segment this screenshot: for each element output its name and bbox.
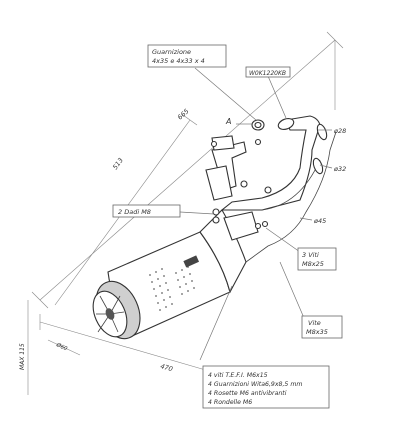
kit-item-1: 4 viti T.E.F.I. M6x15 [208,371,268,379]
header-pipe [220,115,337,263]
dim-max-115: MAX 115 [19,343,26,370]
dim-end-diameter: Ø60 [54,341,69,353]
bottom-screw-line-1: Vite [308,319,321,327]
dim-470: 470 [159,362,173,373]
callout-gasket: Guarnizione 4x35 e 4x33 x 4 [147,44,227,68]
muffler [92,209,247,340]
dia-flange: ø28 [333,127,346,135]
kit-item-2: 4 Guarnizioni Wita6,9x8,5 mm [208,380,302,388]
callout-side-screws: 3 Viti M8x25 [297,247,337,271]
dim-665: 665 [176,107,191,121]
nuts-label: 2 Dadi M8 [118,208,151,216]
dimension-lines [27,31,344,395]
callout-bottom-screw: Vite M8x35 [301,315,343,339]
leader-lines [179,67,333,361]
kit-item-4: 4 Rondelle M6 [208,399,252,406]
side-screws-line-2: M8x25 [302,260,324,268]
dia-joint: ø45 [313,217,326,225]
side-screws-line-1: 3 Viti [302,251,319,259]
callout-gasket-code: W0K1220KB [245,66,291,78]
callout-kit-list: 4 viti T.E.F.I. M6x15 4 Guarnizioni Wita… [202,365,330,409]
dia-pipe: ø32 [333,165,346,173]
view-letter-a: A [225,117,231,126]
gasket-line-1: Guarnizione [152,48,191,56]
bottom-screw-line-2: M8x35 [306,328,328,336]
kit-item-3: 4 Rosette M6 antivibranti [208,389,287,397]
gasket-line-2: 4x35 e 4x33 x 4 [152,57,205,65]
mounting-bracket [205,135,272,241]
dim-513: 513 [111,156,125,171]
gasket-code: W0K1220KB [249,70,286,77]
callout-nuts: 2 Dadi M8 [112,204,181,218]
